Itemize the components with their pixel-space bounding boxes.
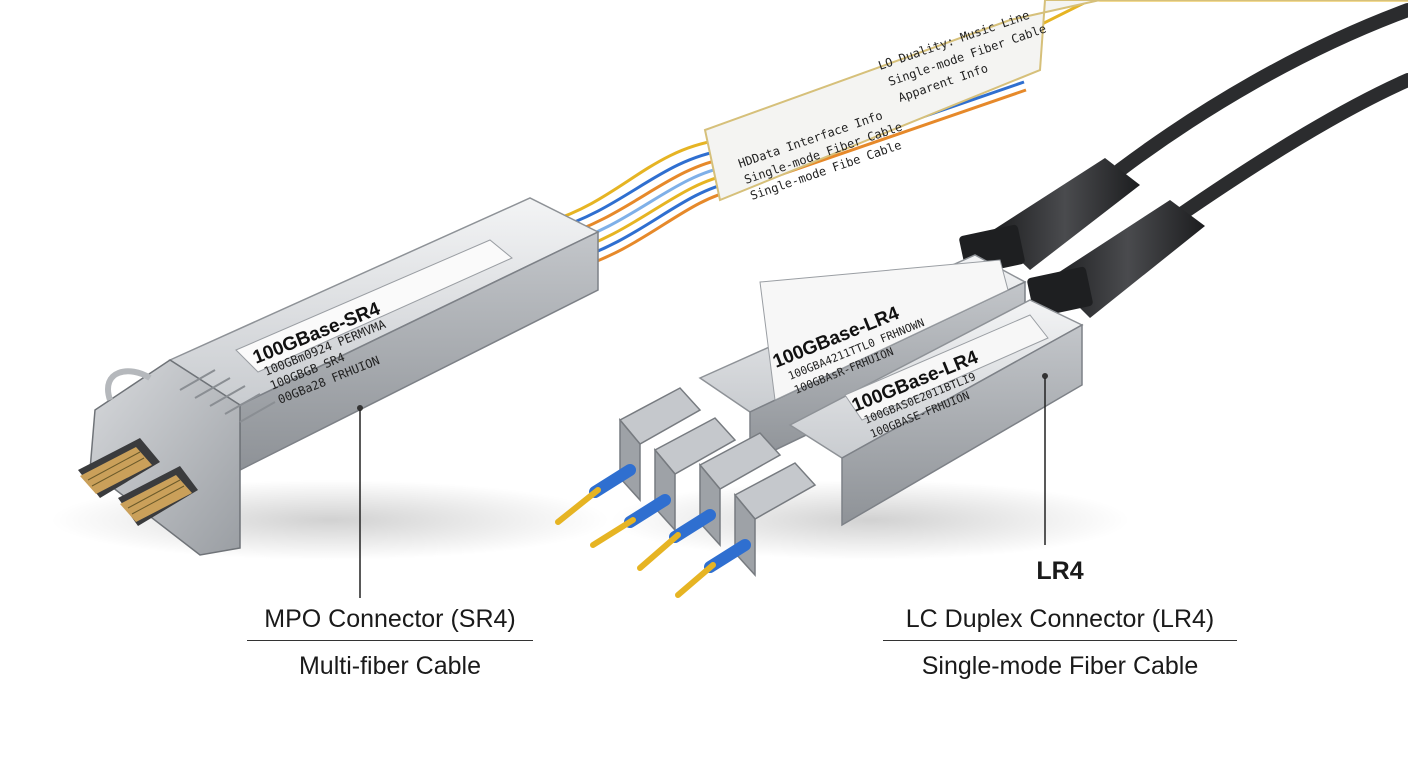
lr4-callout-dot: [1042, 373, 1048, 379]
right-caption-tag: LR4: [1036, 557, 1084, 585]
left-caption-title: MPO Connector (SR4): [264, 605, 516, 633]
sr4-callout-dot: [357, 405, 363, 411]
right-caption-title: LC Duplex Connector (LR4): [905, 605, 1215, 633]
left-caption: MPO Connector (SR4) Multi-fiber Cable: [240, 604, 540, 681]
duplex-cables: [959, 3, 1408, 318]
ribbon-cable: HDData Interface Info Single-mode Fiber …: [547, 0, 1408, 272]
left-caption-divider: [247, 640, 533, 641]
lc-connectors: [555, 387, 817, 598]
mpo-ports: [78, 438, 198, 526]
right-caption-divider: [883, 640, 1237, 641]
left-caption-subtitle: Multi-fiber Cable: [298, 652, 481, 680]
ribbon-jacket: [703, 0, 1408, 202]
right-caption-subtitle: Single-mode Fiber Cable: [921, 652, 1199, 680]
sr4-transceiver: 100GBase-SR4 100GBm0924 PERMVMA 100GBGB …: [78, 197, 600, 556]
right-caption: LR4 LC Duplex Connector (LR4) Single-mod…: [870, 556, 1250, 681]
boot-back: [990, 158, 1140, 270]
